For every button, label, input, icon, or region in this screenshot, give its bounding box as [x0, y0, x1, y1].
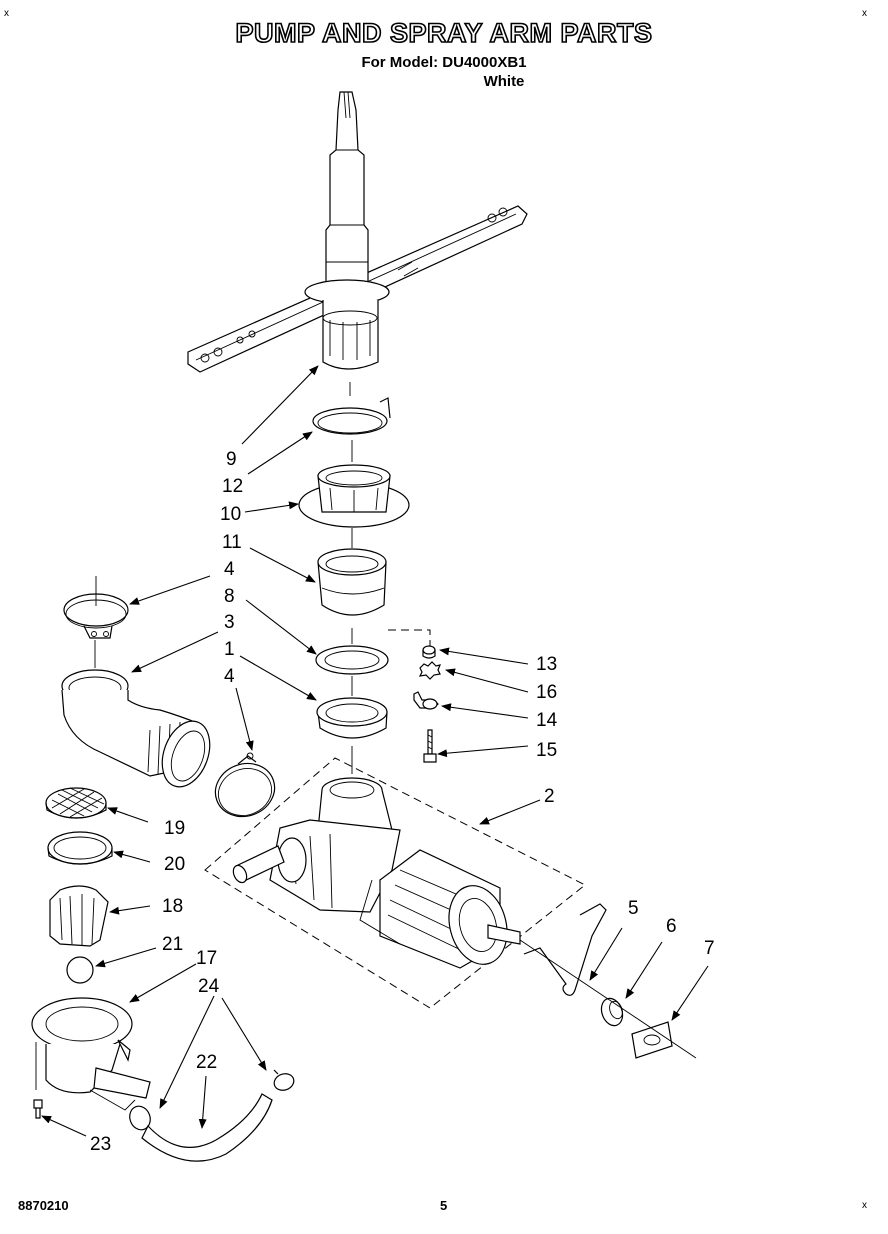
callout-11: 11 [222, 532, 242, 553]
part-18-filter-cap [49, 885, 109, 947]
page-number: 5 [440, 1198, 448, 1213]
part-4-hose-clamp-upper [63, 576, 129, 639]
document-number: 8870210 [18, 1198, 69, 1213]
callout-23: 23 [90, 1134, 111, 1155]
callout-13: 13 [536, 654, 557, 675]
part-2-pump-motor-assembly [204, 757, 586, 1009]
callout-6: 6 [666, 916, 677, 937]
part-3-drain-hose [61, 640, 211, 788]
spray-arm-assembly [187, 91, 528, 373]
part-4-hose-clamp-lower [214, 752, 276, 818]
corner-mark-top-left: x [4, 8, 9, 19]
part-24-hose-clamps [129, 1069, 295, 1131]
callout-leaders [41, 365, 709, 1137]
model-line: For Model: DU4000XB1 [361, 54, 527, 71]
callout-18: 18 [162, 896, 183, 917]
corner-mark-bottom-right: x [862, 1200, 867, 1211]
part-17-sump-housing [31, 997, 151, 1111]
callout-24: 24 [198, 976, 220, 997]
callout-14: 14 [536, 710, 558, 731]
callout-17: 17 [196, 948, 217, 969]
part-6-bushing [600, 997, 624, 1027]
callout-21: 21 [162, 934, 183, 955]
callout-2: 2 [544, 786, 555, 807]
callout-1: 1 [224, 639, 235, 660]
part-20-gasket [47, 831, 113, 865]
part-7-seal-plate [519, 939, 697, 1059]
part-10-support-housing [298, 464, 410, 528]
small-hardware-parts [413, 645, 441, 763]
callout-10: 10 [220, 504, 241, 525]
part-5-wire-bracket [523, 903, 607, 996]
part-1-gasket [316, 697, 388, 739]
color-line: White [483, 73, 525, 90]
part-11-pump-cylinder [317, 548, 387, 616]
callout-15: 15 [536, 740, 557, 761]
callout-7: 7 [704, 938, 715, 959]
callout-16: 16 [536, 682, 557, 703]
callout-22: 22 [196, 1052, 217, 1073]
callout-numbers: 9 12 10 11 4 8 3 1 4 13 16 14 15 2 19 20… [90, 449, 715, 1155]
callout-8: 8 [224, 586, 235, 607]
callout-3: 3 [224, 612, 235, 633]
part-19-filter-screen [45, 787, 107, 819]
callout-20: 20 [164, 854, 185, 875]
callout-5: 5 [628, 898, 639, 919]
part-12-retaining-ring [312, 397, 391, 435]
part-23-screw [33, 1099, 43, 1119]
part-22-hose [141, 1093, 273, 1162]
callout-9: 9 [226, 449, 237, 470]
corner-mark-top-right: x [862, 8, 867, 19]
part-8-seal [315, 645, 389, 675]
page-title: PUMP AND SPRAY ARM PARTS [235, 17, 653, 49]
part-21-ball [66, 956, 94, 984]
callout-4-upper: 4 [224, 559, 235, 580]
callout-19: 19 [164, 818, 185, 839]
callout-12: 12 [222, 476, 243, 497]
callout-4-lower: 4 [224, 666, 235, 687]
